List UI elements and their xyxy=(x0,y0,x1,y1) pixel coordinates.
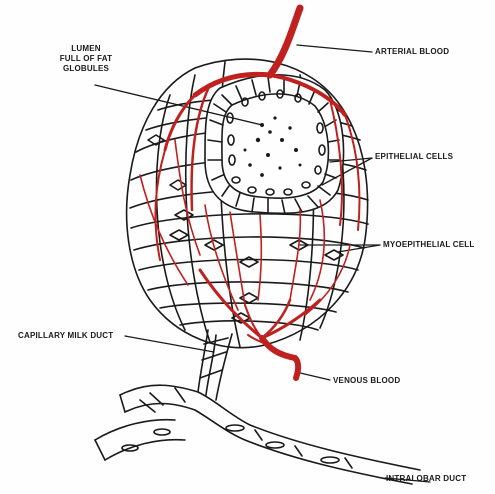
label-lumen: LUMEN FULL OF FAT GLOBULES xyxy=(46,44,126,74)
label-venous-blood: VENOUS BLOOD xyxy=(333,376,400,386)
label-myoepithelial-cell: MYOEPITHELIAL CELL xyxy=(383,240,474,250)
label-capillary-milk-duct: CAPILLARY MILK DUCT xyxy=(18,331,113,341)
label-lumen-line2: FULL OF FAT xyxy=(46,54,126,64)
label-arterial-blood: ARTERIAL BLOOD xyxy=(375,47,449,57)
intralobar-duct xyxy=(95,385,420,484)
label-lumen-line1: LUMEN xyxy=(46,44,126,54)
label-lumen-line3: GLOBULES xyxy=(46,64,126,74)
label-intralobar-duct: INTRALOBAR DUCT xyxy=(386,474,466,484)
label-epithelial-cells: EPITHELIAL CELLS xyxy=(375,152,453,162)
